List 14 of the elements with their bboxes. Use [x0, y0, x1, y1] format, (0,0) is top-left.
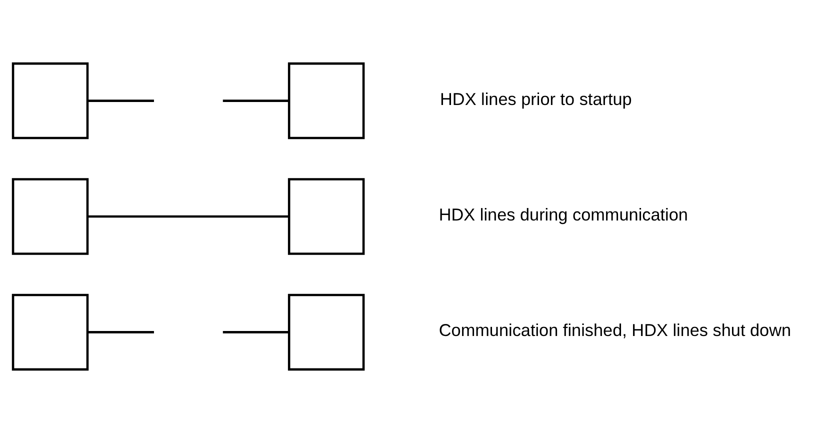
- node-box: [12, 293, 89, 370]
- node-box: [12, 178, 89, 254]
- label: HDX lines during communication: [438, 204, 688, 224]
- connector: [222, 330, 289, 333]
- node-box: [12, 62, 89, 139]
- node-box: [288, 178, 365, 254]
- connector: [88, 99, 154, 102]
- connector: [88, 214, 290, 218]
- connector: [88, 330, 154, 333]
- label: HDX lines prior to startup: [440, 88, 632, 108]
- node-box: [288, 62, 365, 139]
- connector: [222, 99, 289, 102]
- node-box: [288, 293, 365, 370]
- label: Communication finished, HDX lines shut down: [438, 320, 792, 340]
